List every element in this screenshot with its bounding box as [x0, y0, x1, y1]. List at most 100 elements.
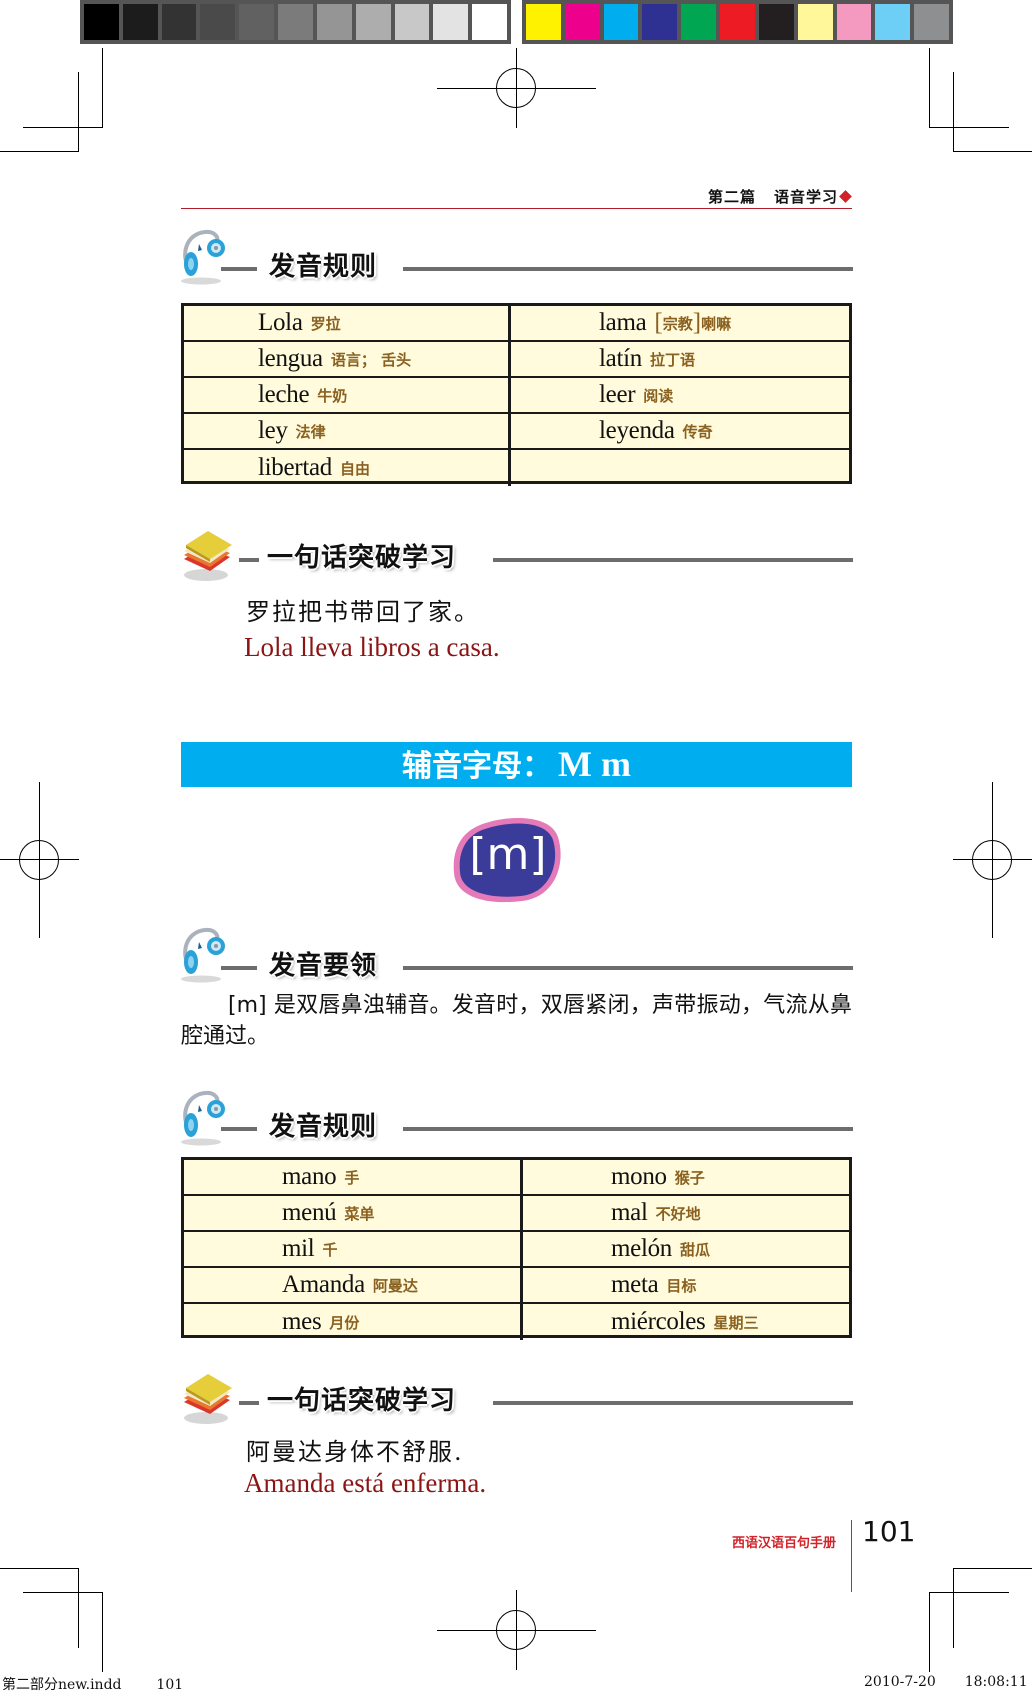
table-cell: mano 手: [184, 1160, 523, 1194]
table-cell: ley 法律: [184, 414, 511, 448]
spanish-word: meta: [611, 1271, 659, 1298]
footer-divider: [851, 1520, 853, 1592]
table-row: mes 月份 miércoles 星期三: [184, 1304, 849, 1340]
color-swatch: [433, 4, 469, 40]
chinese-gloss: 罗拉: [310, 314, 341, 333]
heading-rule: [403, 267, 853, 271]
page-number: 101: [862, 1515, 916, 1548]
color-swatch: [122, 4, 158, 40]
crop-mark: [0, 1568, 79, 1570]
registration-circle: [496, 1610, 536, 1650]
color-swatch: [526, 4, 561, 40]
heading-dash: [221, 966, 257, 970]
spanish-word: mal: [611, 1199, 648, 1226]
slug-time: 18:08:11: [964, 1674, 1028, 1690]
chinese-gloss: 阿曼达: [372, 1276, 418, 1295]
essentials-paragraph: [m] 是双唇鼻浊辅音。发音时，双唇紧闭，声带振动，气流从鼻腔通过。: [181, 993, 852, 1049]
books-icon: [184, 531, 232, 581]
heading-rule: [403, 966, 853, 970]
section-title: 发音规则: [269, 1112, 378, 1142]
spanish-word: lama: [599, 309, 647, 336]
spanish-word: melón: [611, 1235, 672, 1262]
color-swatch: [564, 4, 600, 40]
section-heading-rules-m: 发音规则: [179, 1087, 853, 1147]
registration-circle: [19, 840, 59, 880]
section-heading-essentials: 发音要领: [179, 924, 853, 984]
book-title: 西语汉语百句手册: [732, 1536, 837, 1551]
crop-mark: [953, 1568, 955, 1648]
section-title: 发音要领: [269, 951, 378, 981]
phoneme-bubble: [m]: [450, 815, 566, 905]
spanish-word: Lola: [258, 309, 303, 336]
domain-tag: 宗教: [662, 314, 693, 333]
slug-file: 第二部分new.indd 101: [2, 1674, 183, 1694]
section-title: 发音规则: [269, 252, 378, 282]
heading-dash: [239, 1401, 259, 1405]
sentence-chinese: 罗拉把书带回了家。: [246, 598, 480, 626]
color-swatch: [161, 4, 197, 40]
table-cell: Amanda 阿曼达: [184, 1268, 523, 1302]
table-cell: mal 不好地: [523, 1196, 849, 1230]
crop-mark: [929, 1592, 1009, 1594]
chinese-gloss: 阅读: [643, 386, 674, 405]
slug-timestamp: 2010-7-20 18:08:11: [864, 1674, 1028, 1690]
table-cell: mes 月份: [184, 1304, 523, 1340]
chinese-gloss: 传奇: [682, 422, 713, 441]
crop-mark: [929, 48, 931, 128]
slug-page: 101: [156, 1677, 184, 1693]
heading-rule: [403, 1127, 853, 1131]
spanish-word: mes: [282, 1308, 322, 1335]
chinese-gloss: 法律: [295, 422, 326, 441]
heading-rule: [493, 1401, 853, 1405]
spanish-word: leche: [258, 381, 310, 408]
color-swatch: [239, 4, 275, 40]
section-title: 一句话突破学习: [267, 543, 457, 573]
crop-mark: [78, 1568, 80, 1648]
spanish-word: leyenda: [599, 417, 675, 444]
crop-mark: [929, 127, 1009, 129]
table-cell: leyenda 传奇: [511, 414, 849, 448]
chinese-gloss: 手: [344, 1168, 360, 1187]
table-row: lengua 语言； 舌头 latín 拉丁语: [184, 342, 849, 378]
vocab-table-m: mano 手 mono 猴子 menú 菜单 mal 不好地 mil 千 mel…: [181, 1157, 852, 1340]
color-swatch: [720, 4, 755, 40]
cmyk-color-bar: [522, 0, 953, 44]
table-cell: latín 拉丁语: [511, 342, 849, 376]
heading-rule: [493, 558, 853, 562]
table-cell: mono 猴子: [523, 1160, 849, 1194]
table-row: leche 牛奶 leer 阅读: [184, 378, 849, 414]
spanish-word: mano: [282, 1163, 337, 1190]
crop-mark: [953, 1568, 1032, 1570]
crop-mark: [23, 127, 103, 129]
bracket: ]: [692, 309, 702, 336]
chinese-gloss: 菜单: [344, 1204, 375, 1223]
color-swatch: [875, 4, 911, 40]
color-swatch: [797, 4, 833, 40]
running-header-part: 第二篇: [707, 188, 756, 206]
table-cell: menú 菜单: [184, 1196, 523, 1230]
chinese-gloss: 星期三: [713, 1313, 759, 1332]
crop-mark: [102, 1592, 104, 1672]
section-heading-sentence-2: 一句话突破学习: [179, 1368, 853, 1428]
table-row: menú 菜单 mal 不好地: [184, 1196, 849, 1232]
color-swatch: [394, 4, 430, 40]
color-swatch: [200, 4, 236, 40]
color-swatch: [472, 4, 507, 40]
spanish-word: ley: [258, 417, 288, 444]
table-row: mano 手 mono 猴子: [184, 1160, 849, 1196]
chinese-gloss: 目标: [666, 1276, 697, 1295]
spanish-word: mono: [611, 1163, 667, 1190]
heading-dash: [221, 267, 257, 271]
chinese-gloss: 拉丁语: [649, 350, 695, 369]
color-swatch: [914, 4, 949, 40]
sentence-spanish: Amanda está enferma.: [244, 1468, 487, 1498]
registration-circle: [496, 68, 536, 108]
color-swatch: [681, 4, 717, 40]
table-row: Amanda 阿曼达 meta 目标: [184, 1268, 849, 1304]
slug-date: 2010-7-20: [864, 1674, 936, 1690]
spanish-word: miércoles: [611, 1308, 706, 1335]
diamond-icon: [839, 190, 852, 203]
chinese-gloss: 千: [322, 1240, 338, 1259]
sentence-spanish: Lola lleva libros a casa.: [244, 632, 500, 662]
consonant-banner: 辅音字母：M m: [181, 742, 852, 787]
